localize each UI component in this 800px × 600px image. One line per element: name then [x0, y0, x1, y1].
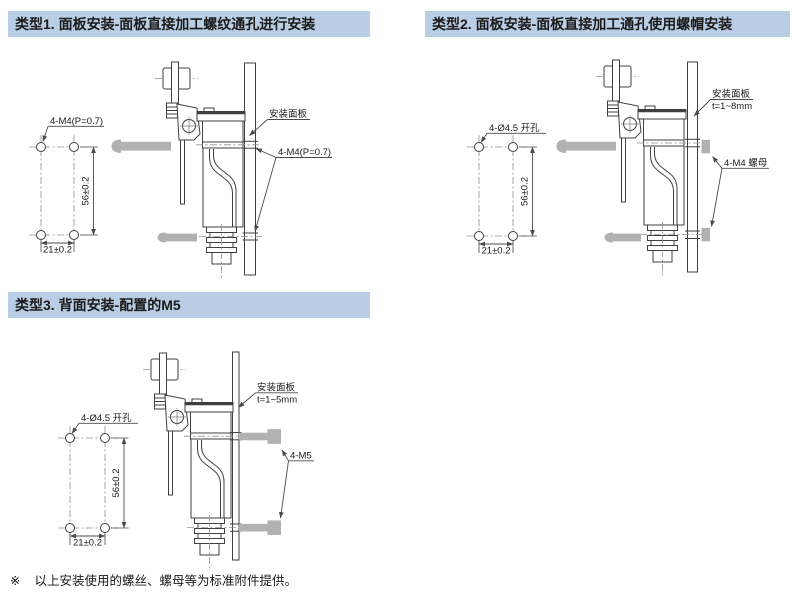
drill-hole [508, 231, 518, 241]
dimension-label: 21±0.2 [482, 246, 511, 257]
fastener-label: 4-M5 [290, 451, 312, 462]
drill-hole [100, 433, 110, 443]
horizontal-dimension: 21±0.2 [69, 533, 106, 549]
drill-hole [474, 231, 484, 241]
panel-label: 安装面板 [269, 108, 308, 120]
panel-thickness-label: t=1~5mm [257, 395, 297, 406]
drill-label: 4-M4(P=0.7) [50, 116, 103, 127]
drill-label: 4-Ø4.5 开孔 [489, 123, 540, 134]
hex-bolt [239, 429, 281, 444]
drill-hole [69, 230, 79, 240]
mounting-panel [232, 351, 240, 561]
dimension-label: 56±0.2 [111, 469, 122, 498]
footnote: ※ 以上安装使用的螺丝、螺母等为标准附件提供。 [10, 571, 297, 591]
type2-header: 类型2. 面板安装-面板直接加工通孔使用螺帽安装 [425, 11, 790, 37]
drill-label: 4-Ø4.5 开孔 [81, 413, 132, 424]
hex-bolt [239, 520, 281, 535]
drill-hole [65, 433, 75, 443]
fastener-callout: 4-M5 [278, 449, 314, 519]
type2-drawing: 56±0.2 21±0.2 4-Ø4.5 开孔 [467, 58, 769, 279]
dimension-label: 56±0.2 [520, 177, 531, 206]
drill-hole [508, 142, 518, 152]
drill-pattern: 56±0.2 21±0.2 4-Ø4.5 开孔 [467, 123, 546, 257]
type1-drawing: 56±0.2 21±0.2 4-M4(P=0.7) [29, 60, 332, 281]
limit-switch-side-view [141, 351, 235, 572]
vertical-dimension: 56±0.2 [519, 146, 537, 237]
panel-hole-ticks [685, 138, 700, 239]
dimension-label: 56±0.2 [81, 177, 92, 206]
drill-hole [474, 142, 484, 152]
mounting-screw [111, 139, 171, 153]
dimension-label: 21±0.2 [73, 538, 102, 549]
fastener-callout: 4-M4 螺母 [710, 156, 769, 227]
drill-callout: 4-Ø4.5 开孔 [71, 413, 138, 434]
fastener-label: 4-M4 螺母 [724, 158, 767, 169]
fastener-callout: 4-M4(P=0.7) [254, 147, 332, 232]
mounting-panel [244, 62, 256, 276]
nut [701, 139, 710, 154]
drill-callout: 4-Ø4.5 开孔 [480, 123, 546, 143]
type3-drawing: 56±0.2 21±0.2 4-Ø4.5 开孔 [58, 351, 314, 572]
drill-hole [65, 523, 75, 533]
nut [701, 227, 710, 242]
panel-hole-ticks [242, 140, 258, 241]
panel-label: 安装面板 [257, 382, 296, 394]
drill-pattern: 56±0.2 21±0.2 4-M4(P=0.7) [29, 116, 104, 256]
panel-callout: 安装面板 [249, 108, 310, 136]
drill-hole [36, 142, 46, 152]
mounting-screw [604, 232, 641, 243]
mounting-screw [556, 139, 616, 153]
footnote-marker: ※ [10, 574, 21, 588]
dimension-label: 21±0.2 [43, 245, 72, 256]
panel-callout: 安装面板 t=1~8mm [693, 88, 753, 117]
drill-callout: 4-M4(P=0.7) [42, 116, 104, 142]
vertical-dimension: 56±0.2 [111, 437, 129, 529]
mounting-screw [157, 232, 197, 243]
limit-switch-side-view [153, 60, 247, 281]
type1-header: 类型1. 面板安装-面板直接加工螺纹通孔进行安装 [8, 11, 370, 37]
mounting-panel [687, 61, 698, 273]
vertical-dimension: 56±0.2 [80, 146, 98, 236]
drill-hole [36, 230, 46, 240]
panel-thickness-label: t=1~8mm [712, 101, 752, 112]
limit-switch-side-view [594, 58, 688, 279]
drill-hole [69, 142, 79, 152]
footnote-text: 以上安装使用的螺丝、螺母等为标准附件提供。 [34, 574, 297, 588]
horizontal-dimension: 21±0.2 [40, 240, 75, 256]
horizontal-dimension: 21±0.2 [478, 241, 514, 257]
type3-header: 类型3. 背面安装-配置的M5 [8, 292, 370, 318]
fastener-label: 4-M4(P=0.7) [278, 147, 331, 158]
panel-callout: 安装面板 t=1~5mm [238, 382, 298, 408]
drill-hole [100, 523, 110, 533]
drill-pattern: 56±0.2 21±0.2 4-Ø4.5 开孔 [58, 413, 138, 549]
panel-label: 安装面板 [712, 88, 751, 100]
